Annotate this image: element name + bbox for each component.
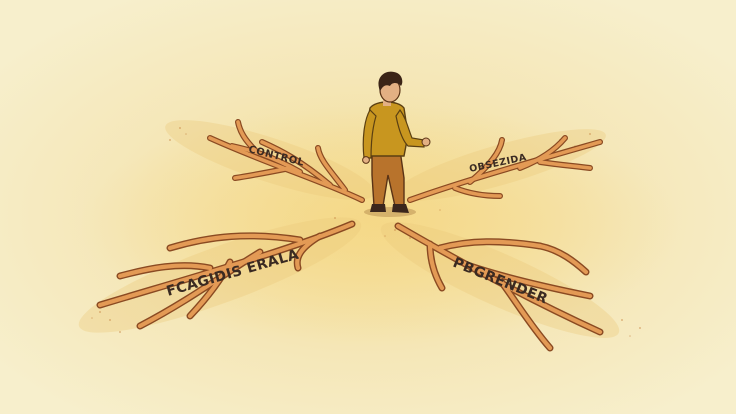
person-figure <box>362 71 431 217</box>
left-arm <box>362 109 377 159</box>
branch-bottom-right <box>394 222 604 352</box>
branch-top-right <box>407 135 603 203</box>
hand <box>421 137 431 147</box>
right-shoe-icon <box>392 204 409 213</box>
hair <box>378 71 403 92</box>
branch-bottom-left <box>96 220 356 330</box>
branch-top-left <box>207 119 365 203</box>
right-arm <box>395 108 425 148</box>
left-shoe-icon <box>370 204 386 212</box>
pants <box>371 149 405 207</box>
hand-left <box>362 156 370 164</box>
